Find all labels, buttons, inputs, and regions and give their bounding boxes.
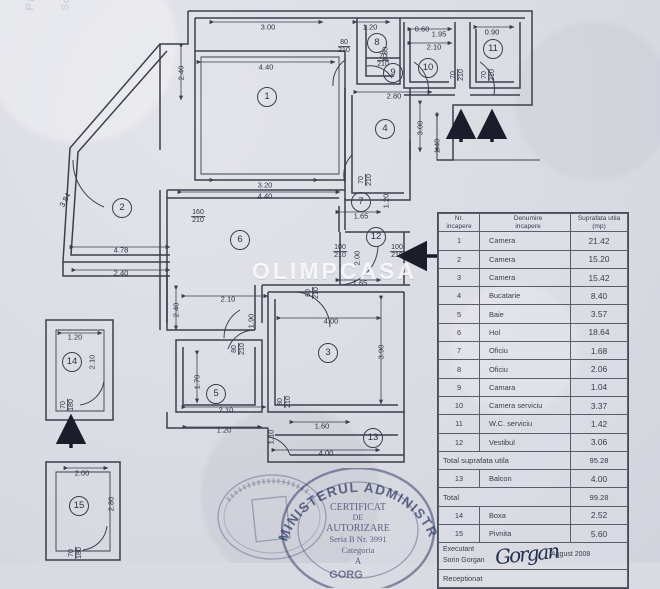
cell-area: 1.42 bbox=[570, 414, 628, 434]
cell-area: 21.42 bbox=[570, 231, 628, 251]
executant-name: Sorin Gorgan bbox=[443, 557, 485, 565]
cell-total-area: 99.28 bbox=[570, 487, 628, 507]
signature-date: August 2008 bbox=[551, 551, 591, 559]
cell-area: 3.57 bbox=[570, 304, 628, 324]
cell-nr: 3 bbox=[438, 267, 480, 288]
cell-area: 15.20 bbox=[570, 249, 628, 269]
cell-area: 8.40 bbox=[570, 286, 628, 306]
cell-nr: 10 bbox=[438, 395, 480, 416]
cell-nr: 11 bbox=[438, 414, 480, 434]
cell-area: 5.60 bbox=[570, 524, 628, 544]
cell-nr: 7 bbox=[438, 341, 480, 361]
cell-total-label: Total bbox=[438, 487, 571, 507]
header-name: Denumire incapere bbox=[479, 212, 571, 233]
cell-total-utila-area: 95.28 bbox=[570, 450, 628, 471]
header-area-l1: Suprafata utila bbox=[577, 215, 621, 223]
cell-area: 1.68 bbox=[570, 341, 628, 361]
cell-nr: 15 bbox=[438, 524, 480, 544]
floor-plan-drawing bbox=[45, 10, 540, 561]
entry-arrows bbox=[445, 108, 508, 142]
cell-area: 3.37 bbox=[570, 395, 628, 416]
cell-name: Camara bbox=[479, 377, 571, 397]
cell-area: 1.04 bbox=[570, 377, 628, 397]
cell-nr: 8 bbox=[438, 359, 480, 379]
svg-text:GORG: GORG bbox=[329, 569, 363, 581]
cell-area: 2.52 bbox=[570, 505, 628, 526]
header-name-l2: incapere bbox=[515, 222, 541, 230]
dimension-lines bbox=[57, 19, 515, 471]
cell-nr: 4 bbox=[438, 286, 480, 306]
cell-name: Vestibul bbox=[479, 432, 571, 452]
room-schedule-table: Nr. incapere Denumire incapere Suprafata… bbox=[437, 212, 629, 589]
cell-nr: 2 bbox=[438, 249, 480, 269]
cell-area: 2.06 bbox=[570, 359, 628, 379]
cell-area: 4.00 bbox=[570, 469, 628, 489]
header-area-l2: (mp) bbox=[592, 222, 606, 230]
header-nr-l1: Nr. bbox=[454, 215, 464, 223]
cell-nr: 14 bbox=[438, 505, 480, 526]
cell-name: Bucatarie bbox=[479, 286, 571, 306]
cell-name: Baie bbox=[479, 304, 571, 324]
cell-name: Camera serviciu bbox=[479, 395, 571, 416]
cell-receptionat: Receptionat bbox=[438, 569, 628, 589]
row-receptionat: Receptionat bbox=[438, 569, 628, 589]
cell-name: Oficiu bbox=[479, 341, 571, 361]
cell-area: 3.06 bbox=[570, 432, 628, 452]
cell-nr: 13 bbox=[438, 469, 480, 489]
cell-name: Hol bbox=[479, 322, 571, 343]
cell-area: 18.64 bbox=[570, 322, 628, 343]
cell-nr: 9 bbox=[438, 377, 480, 397]
cell-name: Boxa bbox=[479, 505, 571, 526]
header-name-l1: Denumire bbox=[513, 215, 543, 223]
header-area: Suprafata utila (mp) bbox=[570, 212, 628, 233]
cell-nr: 5 bbox=[438, 304, 480, 324]
cell-name: Pivnita bbox=[479, 524, 571, 544]
cell-name: Camera bbox=[479, 249, 571, 269]
cell-nr: 1 bbox=[438, 231, 480, 251]
cell-nr: 6 bbox=[438, 322, 480, 343]
cell-nr: 12 bbox=[438, 432, 480, 452]
cell-area: 15.42 bbox=[570, 267, 628, 288]
header-nr: Nr. incapere bbox=[438, 212, 480, 233]
door-swings bbox=[72, 59, 495, 551]
cell-total-utila-label: Total suprafata utila bbox=[438, 450, 571, 471]
cell-name: Oficiu bbox=[479, 359, 571, 379]
table-header-row: Nr. incapere Denumire incapere Suprafata… bbox=[438, 212, 628, 233]
header-nr-l2: incapere bbox=[446, 222, 472, 230]
cell-name: W.C. serviciu bbox=[479, 414, 571, 434]
cell-name: Camera bbox=[479, 267, 571, 288]
cell-name: Balcon bbox=[479, 469, 571, 489]
cell-name: Camera bbox=[479, 231, 571, 251]
executant-label: Executant bbox=[443, 546, 475, 554]
